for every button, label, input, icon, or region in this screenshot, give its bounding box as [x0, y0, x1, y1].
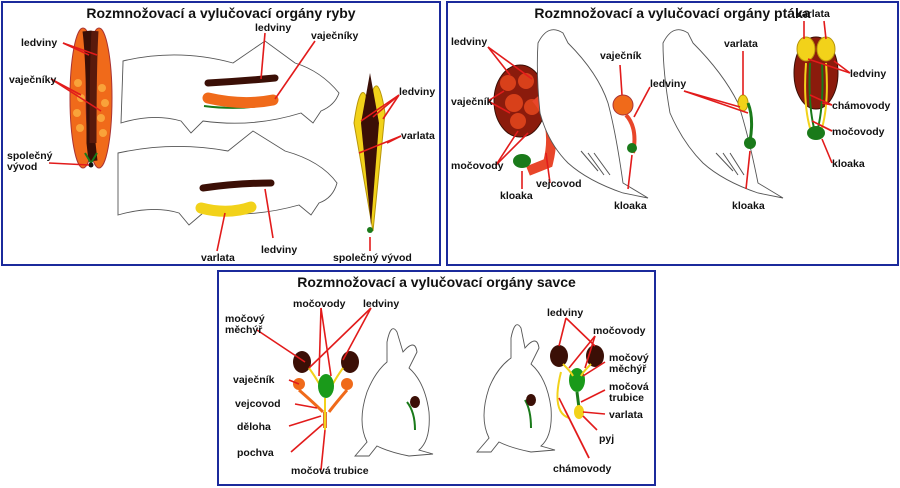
- bird-pointer-lines: [487, 20, 851, 190]
- mammal-label-pyj: pyj: [599, 433, 614, 445]
- mammal-label-ledviny-f: ledviny: [363, 298, 399, 310]
- mammal-label-mocova-trubice-m-2: trubice: [609, 392, 644, 404]
- fish-label-ledviny-b: ledviny: [255, 22, 291, 34]
- bird-label-mocovody-a: močovody: [451, 160, 504, 172]
- fish-label-vajecniky-a: vaječníky: [9, 74, 56, 86]
- bird-label-kloaka-b: kloaka: [614, 200, 647, 212]
- bird-label-vajecnik-b: vaječník: [600, 50, 642, 62]
- fish-label-varlata-d: varlata: [401, 130, 435, 142]
- fish-female-organs: [69, 27, 113, 169]
- bird-label-mocovody-d: močovody: [832, 126, 885, 138]
- bird-label-vejcovod-a: vejcovod: [536, 178, 582, 190]
- fish-label-ledviny-c: ledviny: [261, 244, 297, 256]
- bird-outline-left: [536, 29, 649, 199]
- fish-label-spolecny-vyvod-a-2: vývod: [7, 161, 37, 173]
- mammal-label-mocova-trubice-m-1: močová: [609, 381, 649, 393]
- mammal-diagram: močovody ledviny močový měchýř vaječník …: [225, 298, 649, 477]
- mammal-label-vajecnik: vaječník: [233, 374, 275, 386]
- mammal-label-vejcovod: vejcovod: [235, 398, 281, 410]
- bird-label-varlata-c: varlata: [724, 38, 758, 50]
- mammal-label-pochva: pochva: [237, 447, 274, 459]
- bird-label-kloaka-a: kloaka: [500, 190, 533, 202]
- fish-outline-top: [120, 40, 340, 134]
- mammal-label-mocovy-mechyr-m-1: močový: [609, 352, 649, 364]
- mammal-label-deloha: děloha: [237, 421, 271, 433]
- mammal-label-mocovy-mechyr-2: měchýř: [225, 324, 263, 336]
- bird-label-chamovody-d: chámovody: [832, 100, 891, 112]
- mammal-label-mocovy-mechyr-1: močový: [225, 313, 265, 325]
- bird-panel-title: Rozmnožovací a vylučovací orgány ptáka: [534, 5, 811, 21]
- mammal-label-chamovody-m: chámovody: [553, 463, 612, 475]
- mammal-panel-title: Rozmnožovací a vylučovací orgány savce: [297, 274, 576, 290]
- bird-panel: Rozmnožovací a vylučovací orgány ptáka: [446, 1, 899, 266]
- fish-male-organs: [353, 73, 386, 233]
- mammal-label-mocovy-mechyr-m-2: měchýř: [609, 363, 647, 375]
- bird-label-vajecnik-a: vaječník: [451, 96, 493, 108]
- fish-label-varlata-b: varlata: [201, 252, 235, 264]
- mammal-panel: Rozmnožovací a vylučovací orgány savce: [217, 270, 656, 486]
- mammal-label-mocovody-f: močovody: [293, 298, 346, 310]
- fish-diagram: ledviny vaječníky společný vývod ledviny…: [7, 22, 435, 264]
- mammal-female-organs: [293, 351, 359, 430]
- mammal-label-mocova-trubice-f: močová trubice: [291, 465, 369, 477]
- rabbit-outline-right: [476, 324, 556, 453]
- fish-label-spolecny-vyvod-d: společný vývod: [333, 252, 412, 264]
- bird-label-varlata-d: varlata: [796, 8, 830, 20]
- bird-male-organs: [793, 36, 839, 140]
- bird-label-kloaka-d: kloaka: [832, 158, 865, 170]
- fish-panel-title: Rozmnožovací a vylučovací orgány ryby: [86, 5, 356, 21]
- fish-outline-bottom: [117, 130, 338, 226]
- rabbit-outline-left: [354, 328, 434, 457]
- bird-label-ledviny-a: ledviny: [451, 36, 487, 48]
- bird-label-ledviny-b: ledviny: [650, 78, 686, 90]
- bird-outline-right: [662, 29, 784, 199]
- fish-label-vajecniky-b: vaječníky: [311, 30, 358, 42]
- mammal-label-varlata-m: varlata: [609, 409, 643, 421]
- bird-label-kloaka-c: kloaka: [732, 200, 765, 212]
- bird-diagram: ledviny vaječník močovody kloaka vejcovo…: [451, 8, 891, 212]
- fish-pointer-lines: [48, 32, 402, 252]
- mammal-label-ledviny-m: ledviny: [547, 307, 583, 319]
- mammal-male-organs: [550, 345, 604, 419]
- fish-panel: Rozmnožovací a vylučovací orgány ryby: [1, 1, 441, 266]
- fish-label-ledviny-d: ledviny: [399, 86, 435, 98]
- bird-label-ledviny-d: ledviny: [850, 68, 886, 80]
- fish-label-spolecny-vyvod-a-1: společný: [7, 150, 53, 162]
- mammal-pointer-lines: [256, 307, 606, 471]
- fish-label-ledviny-a: ledviny: [21, 37, 57, 49]
- mammal-label-mocovody-m: močovody: [593, 325, 646, 337]
